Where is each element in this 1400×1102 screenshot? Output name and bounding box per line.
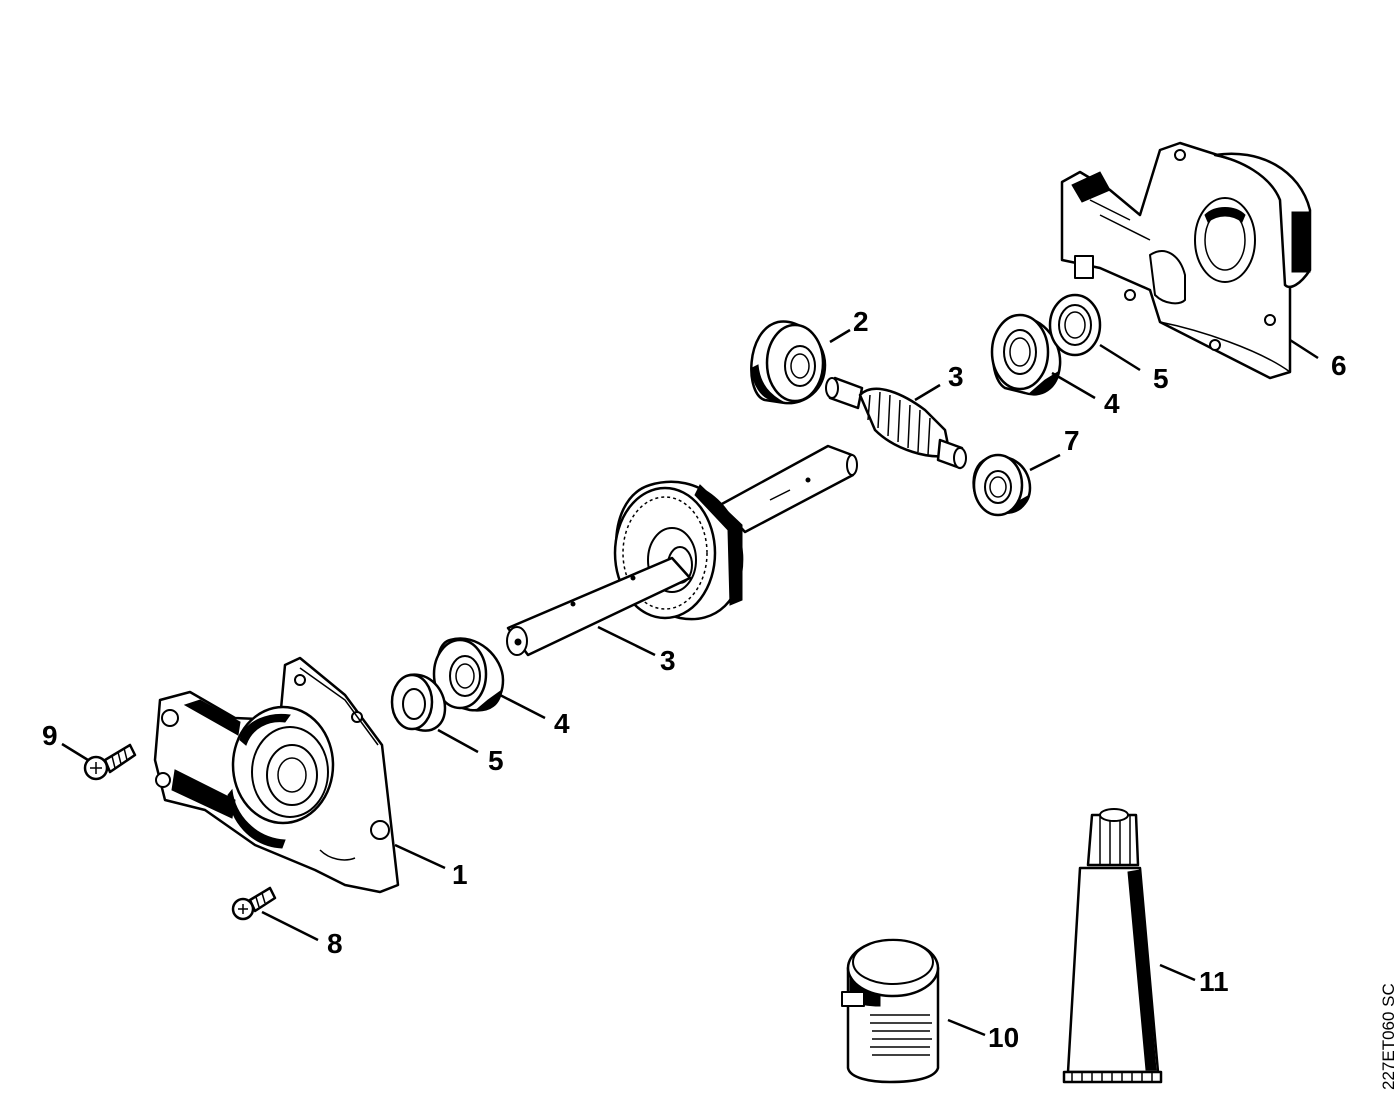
callout-3-shaft: 3 — [660, 645, 676, 676]
callout-2: 2 — [853, 306, 869, 337]
callout-10: 10 — [988, 1022, 1019, 1053]
ball-bearing-part-2 — [750, 320, 827, 405]
grease-tube-part-11 — [1062, 808, 1163, 1084]
callout-7: 7 — [1064, 425, 1080, 456]
leader-lines — [61, 328, 1319, 1037]
ball-bearing-part-4-lower — [432, 637, 505, 712]
callout-9: 9 — [42, 720, 58, 751]
worm-shaft-part-3 — [825, 376, 967, 470]
callout-6: 6 — [1331, 350, 1347, 381]
grease-jar-part-10 — [841, 938, 940, 1084]
shaft-seal-part-5-lower — [390, 673, 447, 732]
shaft-seal-part-5-upper — [1048, 293, 1102, 357]
callout-5-upper: 5 — [1153, 363, 1169, 394]
callout-labels: 1 2 3 3 4 4 5 5 6 7 8 9 10 11 — [42, 306, 1347, 1053]
ball-bearing-part-7 — [972, 453, 1032, 517]
screw-part-9 — [83, 743, 137, 781]
drawing-code: 227ET060 SC — [1379, 983, 1398, 1090]
callout-8: 8 — [327, 928, 343, 959]
screw-part-8 — [231, 886, 277, 921]
gear-shaft-part-3 — [506, 444, 858, 657]
ball-bearing-part-4-upper — [990, 313, 1062, 396]
gear-housing-part-6 — [1060, 141, 1312, 380]
callout-4-lower: 4 — [554, 708, 570, 739]
callout-1: 1 — [452, 859, 468, 890]
callout-11: 11 — [1199, 966, 1229, 997]
callout-5-lower: 5 — [488, 745, 504, 776]
callout-4-upper: 4 — [1104, 388, 1120, 419]
callout-3-worm: 3 — [948, 361, 964, 392]
gear-housing-part-1 — [153, 656, 400, 894]
